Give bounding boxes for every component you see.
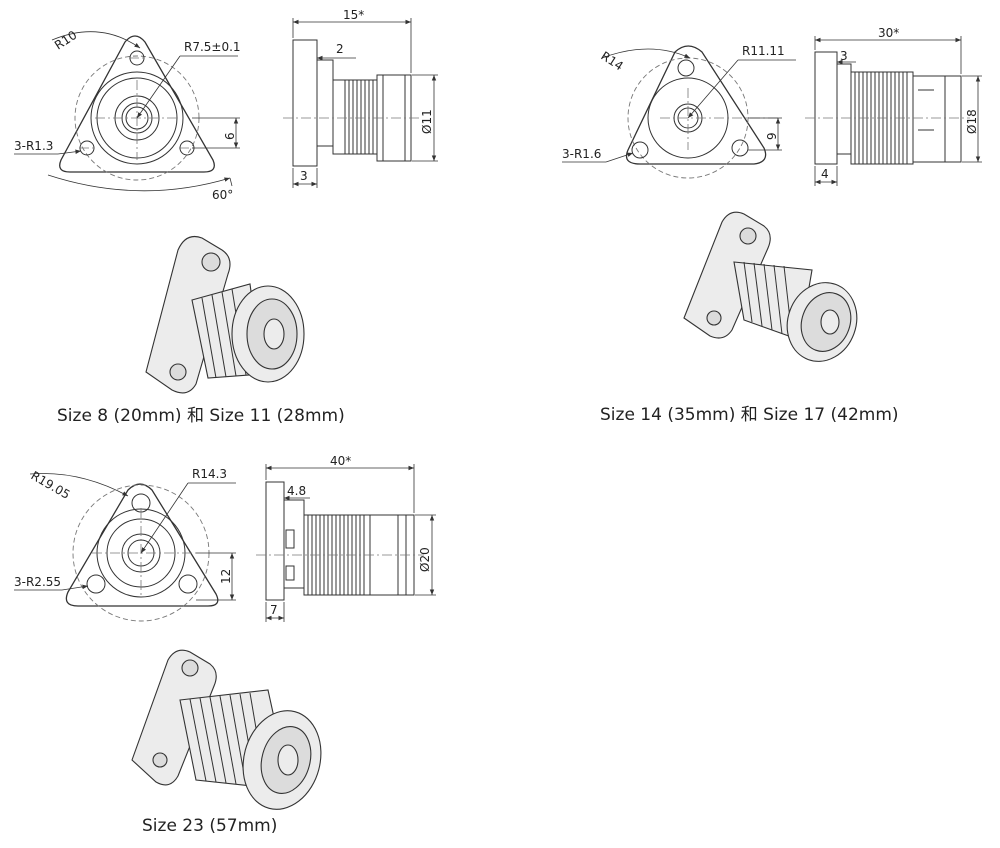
label-diameter: Ø20 (418, 547, 432, 572)
label-angle: 60° (212, 188, 233, 202)
label-holes: 3-R1.6 (562, 147, 601, 161)
label-holes: 3-R1.3 (14, 139, 53, 153)
render-size23 (131, 649, 322, 810)
label-flange: 3 (300, 169, 308, 183)
label-height: 9 (765, 132, 779, 140)
front-view-size8: R10 R7.5±0.1 3-R1.3 6 60° (14, 28, 241, 202)
label-length: 30* (878, 26, 899, 40)
caption-size8-11: Size 8 (20mm) 和 Size 11 (28mm) (57, 406, 345, 426)
label-outer-radius: R10 (52, 28, 79, 53)
label-height: 6 (223, 132, 237, 140)
label-length: 40* (330, 454, 351, 468)
label-holes: 3-R2.55 (14, 575, 61, 589)
group-size8-11: R10 R7.5±0.1 3-R1.3 6 60° (14, 8, 438, 426)
side-view-size23: 40* 4.8 7 Ø20 (256, 454, 436, 622)
label-inner-radius: R11.11 (742, 44, 785, 58)
side-view-size14: 30* 3 4 Ø18 (805, 26, 982, 186)
front-view-size14: R14 R11.11 3-R1.6 9 (562, 44, 796, 179)
group-size14-17: R14 R11.11 3-R1.6 9 (562, 26, 982, 425)
label-inner-radius: R7.5±0.1 (184, 40, 241, 54)
label-step: 2 (336, 42, 344, 56)
label-diameter: Ø11 (420, 109, 434, 134)
label-flange: 4 (821, 167, 829, 181)
bellows-size8 (344, 79, 378, 155)
render-size14 (683, 211, 858, 362)
side-view-size8: 15* 2 3 Ø11 (283, 8, 438, 188)
label-flange: 7 (270, 603, 278, 617)
label-height: 12 (219, 569, 233, 584)
render-size8 (145, 235, 305, 394)
group-size23: R19.05 R14.3 3-R2.55 12 (14, 454, 436, 836)
label-step: 4.8 (287, 484, 306, 498)
label-length: 15* (343, 8, 364, 22)
caption-size23: Size 23 (57mm) (142, 816, 277, 836)
label-step: 3 (840, 49, 848, 63)
caption-size14-17: Size 14 (35mm) 和 Size 17 (42mm) (600, 405, 899, 425)
front-view-size23: R19.05 R14.3 3-R2.55 12 (14, 467, 236, 622)
label-inner-radius: R14.3 (192, 467, 227, 481)
label-diameter: Ø18 (965, 109, 979, 134)
